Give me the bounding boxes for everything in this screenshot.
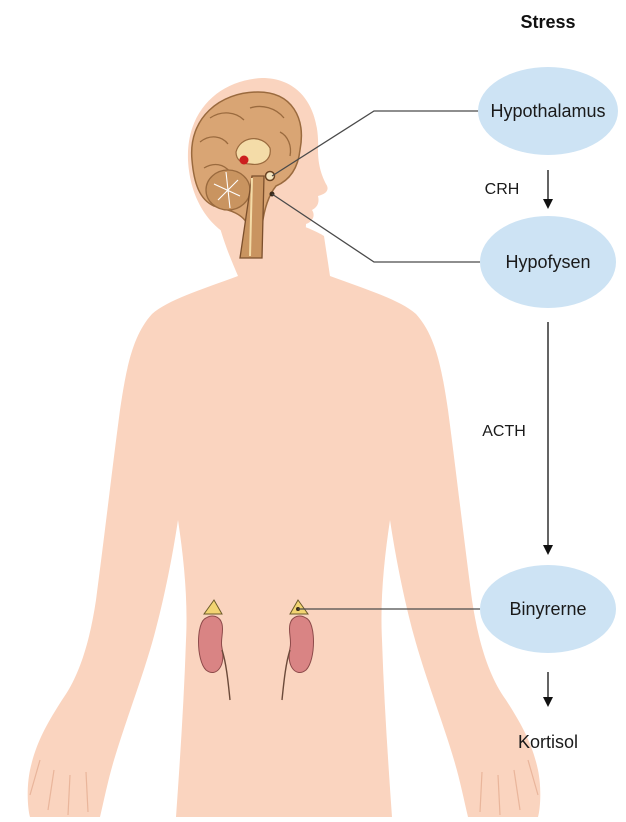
node-hypofysen: Hypofysen [480,216,616,308]
node-hypothalamus-label: Hypothalamus [490,101,605,121]
right-kidney [289,616,313,673]
hormone-acth-label: ACTH [482,423,526,440]
node-binyrerne-label: Binyrerne [509,599,586,619]
output-kortisol-label: Kortisol [518,732,578,752]
body-silhouette [28,224,541,817]
hormone-crh-label: CRH [485,181,520,198]
node-hypofysen-label: Hypofysen [505,252,590,272]
body-outline [28,224,541,817]
diagram-title: Stress [520,12,575,32]
node-hypothalamus: Hypothalamus [478,67,618,155]
cerebellum [206,170,250,210]
node-binyrerne: Binyrerne [480,565,616,653]
hypothalamus-marker [240,156,249,165]
left-kidney [199,616,223,673]
